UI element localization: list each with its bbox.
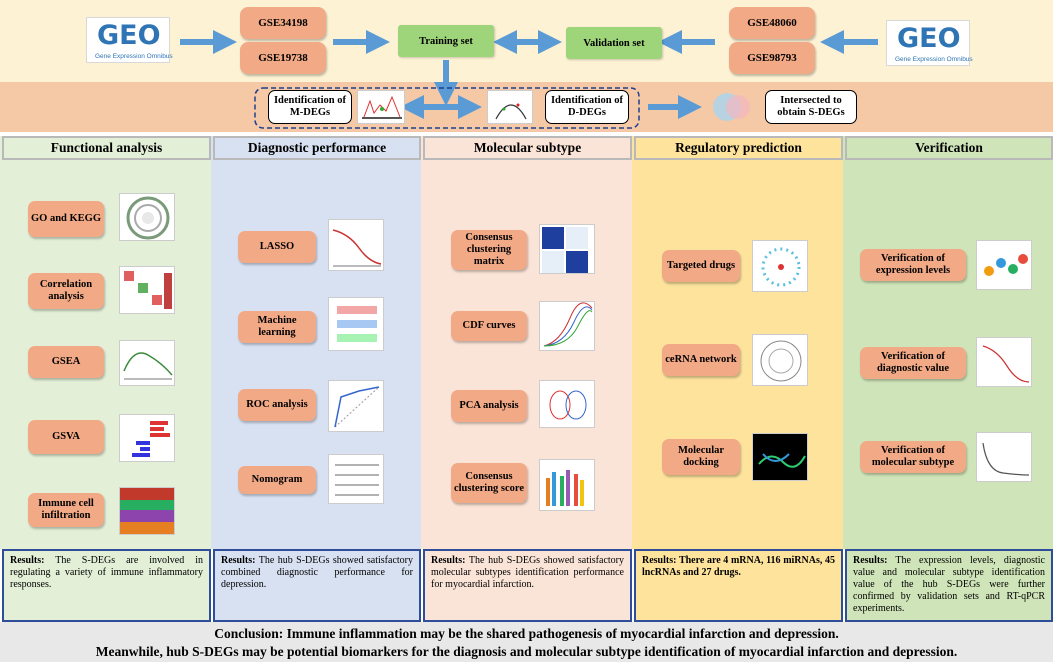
result-text: There are 4 mRNA, 116 miRNAs, 45 lncRNAs… <box>642 555 836 578</box>
geo-logo-right: GEO Gene Expression Omnibus <box>886 20 973 66</box>
validation-set-box: Validation set <box>566 27 662 59</box>
drug-network-thumbnail <box>752 240 808 292</box>
clustering-matrix-thumbnail <box>539 224 595 274</box>
method-box: Consensus clustering matrix <box>451 230 527 270</box>
volcano-plot-thumbnail <box>487 90 533 124</box>
diagnostic-plot-thumbnail <box>976 337 1032 387</box>
identification-d-degs: Identification of D-DEGs <box>545 90 629 124</box>
intersection-s-degs: Intersected to obtain S-DEGs <box>765 90 857 124</box>
method-box: PCA analysis <box>451 390 527 422</box>
column-header-functional: Functional analysis <box>2 136 211 160</box>
method-box: Immune cell infiltration <box>28 493 104 527</box>
method-box: Targeted drugs <box>662 250 740 282</box>
result-label: Results: <box>221 555 256 566</box>
method-box: Consensus clustering score <box>451 463 527 503</box>
immune-heatmap-thumbnail <box>119 487 175 535</box>
lasso-plot-thumbnail <box>328 219 384 271</box>
result-box-subtype: Results: The hub S-DEGs showed satisfact… <box>423 549 632 622</box>
result-label: Results: <box>431 555 466 566</box>
conclusion-line: Conclusion: Immune inflammation may be t… <box>214 626 839 641</box>
column-header-regulatory: Regulatory prediction <box>634 136 843 160</box>
cdf-plot-thumbnail <box>539 301 595 351</box>
method-box: GO and KEGG <box>28 201 104 237</box>
method-box: Verification of diagnostic value <box>860 347 966 379</box>
docking-thumbnail <box>752 433 808 481</box>
result-text: The hub S-DEGs showed satisfactory combi… <box>221 555 413 590</box>
column-header-verification: Verification <box>845 136 1053 160</box>
method-box: ROC analysis <box>238 389 316 421</box>
correlation-plot-thumbnail <box>119 266 175 314</box>
result-box-verification: Results: The expression levels, diagnost… <box>845 549 1053 622</box>
method-box: ceRNA network <box>662 344 740 376</box>
result-box-diagnostic: Results: The hub S-DEGs showed satisfact… <box>213 549 421 622</box>
result-label: Results: <box>853 555 888 566</box>
expression-plot-thumbnail <box>976 240 1032 290</box>
nomogram-thumbnail <box>328 454 384 504</box>
method-box: Molecular docking <box>662 439 740 475</box>
gsea-plot-thumbnail <box>119 340 175 386</box>
venn-diagram-thumbnail <box>710 90 754 124</box>
pca-plot-thumbnail <box>539 380 595 428</box>
method-box: GSVA <box>28 420 104 454</box>
degs-group-outline <box>254 87 640 129</box>
geo-logo-tagline: Gene Expression Omnibus <box>95 53 173 60</box>
roc-plot-thumbnail <box>328 380 384 432</box>
result-label: Results: <box>10 555 45 566</box>
result-label: Results: <box>642 555 677 566</box>
conclusion-line: Meanwhile, hub S-DEGs may be potential b… <box>95 644 958 659</box>
result-text: The S-DEGs are involved in regulating a … <box>10 555 203 590</box>
result-text: The hub S-DEGs showed satisfactory molec… <box>431 555 624 590</box>
ml-plot-thumbnail <box>328 297 384 351</box>
subtype-plot-thumbnail <box>976 432 1032 482</box>
identification-m-degs: Identification of M-DEGs <box>268 90 352 124</box>
result-box-regulatory: Results: There are 4 mRNA, 116 miRNAs, 4… <box>634 549 843 622</box>
result-box-functional: Results: The S-DEGs are involved in regu… <box>2 549 211 622</box>
method-box: LASSO <box>238 231 316 263</box>
geo-logo-mark: GEO <box>897 23 961 54</box>
method-box: Nomogram <box>238 466 316 494</box>
method-box: Verification of molecular subtype <box>860 441 966 473</box>
method-box: Verification of expression levels <box>860 249 966 281</box>
clustering-score-thumbnail <box>539 459 595 511</box>
gse-box: GSE19738 <box>240 42 326 74</box>
cerna-network-thumbnail <box>752 334 808 386</box>
gse-box: GSE48060 <box>729 7 815 39</box>
column-header-diagnostic: Diagnostic performance <box>213 136 421 160</box>
column-header-subtype: Molecular subtype <box>423 136 632 160</box>
gse-box: GSE34198 <box>240 7 326 39</box>
conclusion: Conclusion: Immune inflammation may be t… <box>0 622 1053 662</box>
geo-logo-tagline: Gene Expression Omnibus <box>895 56 973 63</box>
gse-box: GSE98793 <box>729 42 815 74</box>
method-box: Machine learning <box>238 311 316 343</box>
training-set-box: Training set <box>398 25 494 57</box>
method-box: CDF curves <box>451 311 527 341</box>
geo-logo-mark: GEO <box>97 20 161 51</box>
method-box: GSEA <box>28 346 104 378</box>
result-text: The expression levels, diagnostic value … <box>853 555 1045 614</box>
gsva-plot-thumbnail <box>119 414 175 462</box>
volcano-plot-thumbnail <box>357 90 405 124</box>
geo-logo-left: GEO Gene Expression Omnibus <box>86 17 173 63</box>
method-box: Correlation analysis <box>28 273 104 309</box>
circular-plot-thumbnail <box>119 193 175 241</box>
